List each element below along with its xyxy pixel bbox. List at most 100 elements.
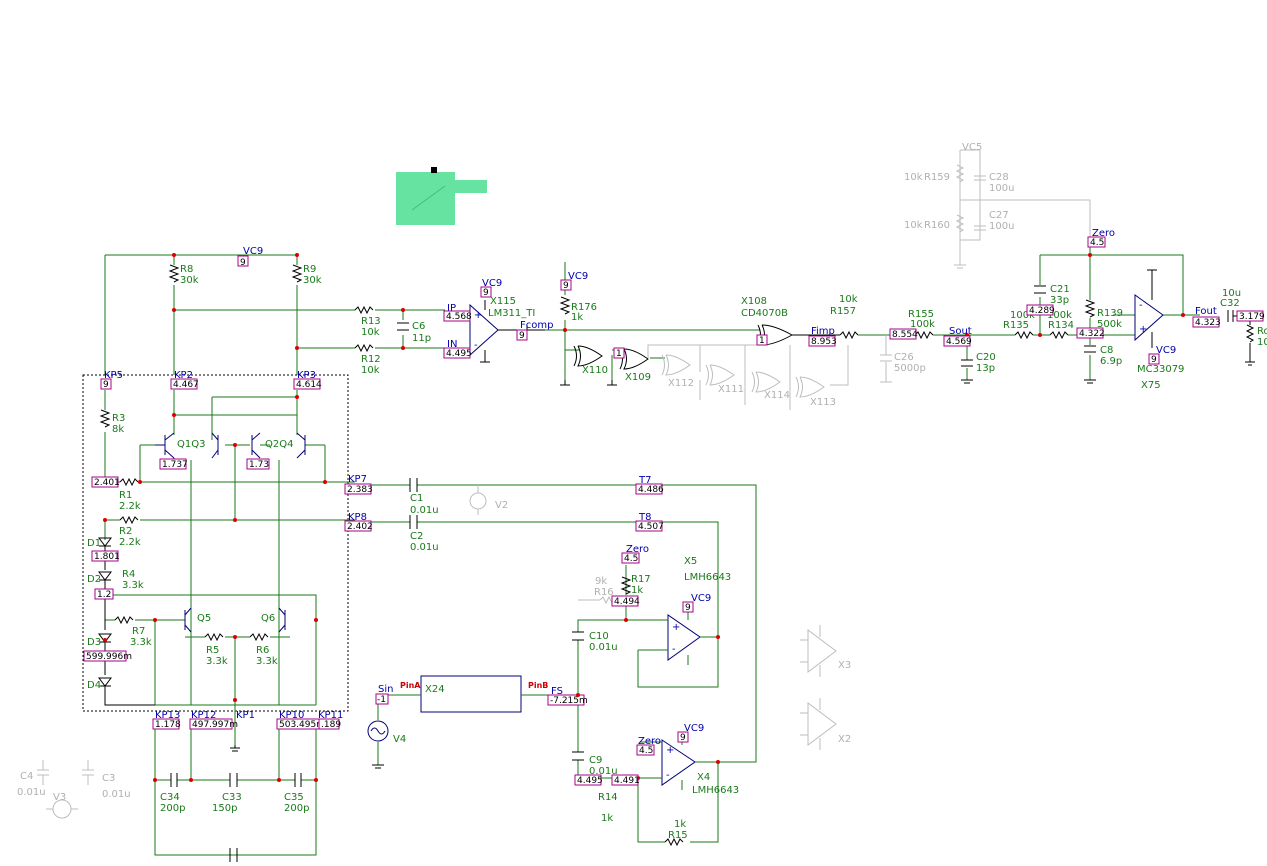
c9b-value: 4.491 [614,776,640,786]
r15-value: 1k [674,819,686,830]
fcomp-label: Fcomp [520,320,553,331]
c9b-probe[interactable] [611,774,639,786]
kp11-probe[interactable] [318,718,340,730]
lmh6643b-label: LMH6643 [692,785,739,796]
r16-node-probe[interactable] [611,595,639,607]
x5-vc9-value: 9 [685,603,691,613]
kp7-probe[interactable] [344,483,372,495]
in-label: IN [447,339,457,350]
kp2-value: 4.467 [173,380,199,390]
selection-highlight[interactable] [396,167,487,225]
svg-text:+: + [1139,324,1147,335]
q2-probe[interactable] [246,458,270,470]
kp10-label: KP10 [279,710,304,721]
c9-label: C9 [589,755,602,766]
r176-vc9-label: VC9 [568,271,588,282]
d4-label: D4 [87,680,101,691]
x4-vc9-value: 9 [680,733,686,743]
kp5-probe[interactable] [100,378,112,390]
pina-label: PinA [400,681,421,690]
r176-value: 1k [571,312,583,323]
c32-label: C32 [1220,298,1240,309]
kp2-probe[interactable] [170,378,198,390]
x115-out-probe[interactable] [516,329,528,341]
kp7-label: KP7 [348,474,367,485]
diff-pair-wiring [98,390,355,745]
x75-vc9-probe[interactable] [1148,353,1160,365]
fs-probe[interactable] [547,694,585,706]
zero-x4-label: Zero [638,736,661,747]
d3-probe[interactable] [83,650,127,662]
kp13-probe[interactable] [152,718,180,730]
ro-value: 10 [1257,337,1267,348]
c1-label: C1 [410,493,423,504]
d1-label: D1 [87,538,101,549]
x115-vc9-probe[interactable] [480,286,492,298]
d2-probe[interactable] [94,588,114,600]
sin-probe[interactable] [375,693,389,705]
n155-probe[interactable] [889,328,917,340]
x115-label: X115 [490,296,516,307]
x109-in-value: 1 [616,349,622,359]
zero-label: Zero [1092,228,1115,239]
r14-label: R14 [598,792,618,803]
n2401-probe[interactable] [91,476,119,488]
x75-label: X75 [1141,380,1161,391]
t8-value: 4.507 [638,522,664,532]
t7-probe[interactable] [635,483,663,495]
d1-probe[interactable] [91,550,119,562]
v3-label: V3 [53,792,66,803]
q5-label: Q5 [197,613,211,624]
vc9-node-label: VC9 [243,246,263,257]
n32-probe[interactable] [1236,310,1264,322]
t7-label: T7 [638,475,651,486]
c6-value: 11p [412,333,431,344]
x109-in-probe[interactable] [613,347,625,359]
x2-label: X2 [838,734,851,745]
kp12-probe[interactable] [189,718,233,730]
t7-value: 4.486 [638,485,664,495]
fout-probe[interactable] [1192,316,1220,328]
kp12-value: 497.997m [192,720,238,730]
diff-pair-group-box[interactable] [82,374,349,712]
x24-block[interactable] [420,675,522,713]
x108-in-probe[interactable] [756,334,768,346]
kp7-value: 2.383 [347,485,373,495]
svg-text:-: - [672,644,676,655]
mc33079-opamp[interactable]: -+ [1134,269,1164,348]
zero-x4-probe[interactable] [636,744,655,756]
x75-vc9-label: VC9 [1156,345,1176,356]
n134-probe[interactable] [1076,327,1104,339]
x108-in-value: 1 [759,336,765,346]
r176-vc9-probe[interactable] [560,279,572,291]
t8-probe[interactable] [635,520,663,532]
vc9-probe[interactable] [237,255,249,267]
sout-probe[interactable] [943,335,971,347]
x5-vc9-probe[interactable] [682,601,694,613]
x115-out-value: 9 [519,331,525,341]
x5-vc9-label: VC9 [691,593,711,604]
kp3-probe[interactable] [293,378,321,390]
x111-label: X111 [718,384,744,395]
q1-probe[interactable] [159,458,187,470]
sin-value: -1 [377,695,386,705]
kp10-value: 503.495m [279,720,325,730]
ip-probe[interactable] [443,310,471,322]
input-stage-wiring [104,253,445,375]
r176-label: R176 [571,302,597,313]
c33-label: C33 [222,792,242,803]
zero-x5-probe[interactable] [621,552,640,564]
in-probe[interactable] [443,347,471,359]
n21-probe[interactable] [1026,304,1054,316]
zero-probe[interactable] [1087,236,1106,248]
kp8-probe[interactable] [344,520,372,532]
r2-label: R2 [119,526,132,537]
v4-label: V4 [393,734,406,745]
x4-vc9-probe[interactable] [677,731,689,743]
d3-label: D3 [87,637,101,648]
lm311-label: LM311_TI [488,308,535,319]
v4-sine-source[interactable] [367,720,389,742]
c9a-probe[interactable] [574,774,602,786]
fimp-probe[interactable] [808,335,836,347]
